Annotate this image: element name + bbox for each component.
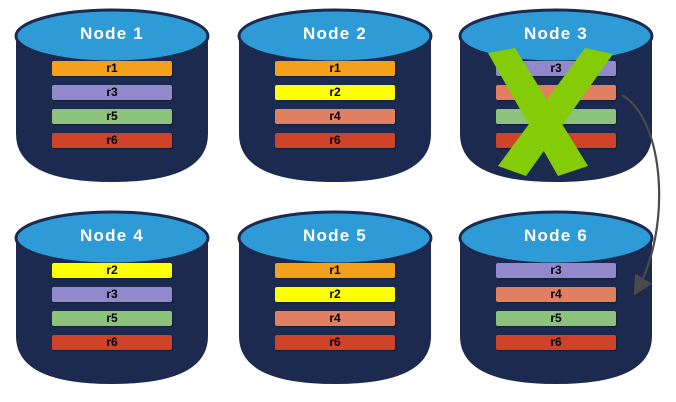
node-5-replica-list: r1 r2 r4 r6	[275, 263, 395, 359]
replica-bar[interactable]: r6	[496, 335, 616, 350]
replica-bar[interactable]: r4	[496, 287, 616, 302]
replica-bar[interactable]: r3	[496, 263, 616, 278]
replica-bar[interactable]: r5	[52, 109, 172, 124]
replica-bar[interactable]: r5	[52, 311, 172, 326]
replica-bar[interactable]: r3	[52, 287, 172, 302]
node-6-replica-list: r3 r4 r5 r6	[496, 263, 616, 359]
replica-bar[interactable]: r4	[275, 109, 395, 124]
node-2[interactable]: Node 2 r1 r2 r4 r6	[237, 6, 433, 184]
node-1-replica-list: r1 r3 r5 r6	[52, 61, 172, 157]
replica-bar[interactable]: r5	[496, 311, 616, 326]
replica-bar[interactable]: r5	[496, 109, 616, 124]
node-2-replica-list: r1 r2 r4 r6	[275, 61, 395, 157]
node-3[interactable]: Node 3 r3 r4 r5 r6	[458, 6, 654, 184]
replica-bar[interactable]: r6	[52, 335, 172, 350]
replica-bar[interactable]: r1	[275, 61, 395, 76]
replica-bar[interactable]: r2	[275, 287, 395, 302]
replica-bar[interactable]: r4	[496, 85, 616, 100]
node-5[interactable]: Node 5 r1 r2 r4 r6	[237, 208, 433, 386]
replica-bar[interactable]: r4	[275, 311, 395, 326]
replica-bar[interactable]: r2	[275, 85, 395, 100]
node-4[interactable]: Node 4 r2 r3 r5 r6	[14, 208, 210, 386]
replica-bar[interactable]: r3	[496, 61, 616, 76]
node-6[interactable]: Node 6 r3 r4 r5 r6	[458, 208, 654, 386]
replica-bar[interactable]: r3	[52, 85, 172, 100]
node-3-replica-list: r3 r4 r5 r6	[496, 61, 616, 157]
replica-bar[interactable]: r1	[275, 263, 395, 278]
replica-bar[interactable]: r6	[275, 335, 395, 350]
node-1[interactable]: Node 1 r1 r3 r5 r6	[14, 6, 210, 184]
node-4-replica-list: r2 r3 r5 r6	[52, 263, 172, 359]
replica-bar[interactable]: r2	[52, 263, 172, 278]
replica-bar[interactable]: r1	[52, 61, 172, 76]
replica-bar[interactable]: r6	[275, 133, 395, 148]
replica-bar[interactable]: r6	[496, 133, 616, 148]
replica-bar[interactable]: r6	[52, 133, 172, 148]
